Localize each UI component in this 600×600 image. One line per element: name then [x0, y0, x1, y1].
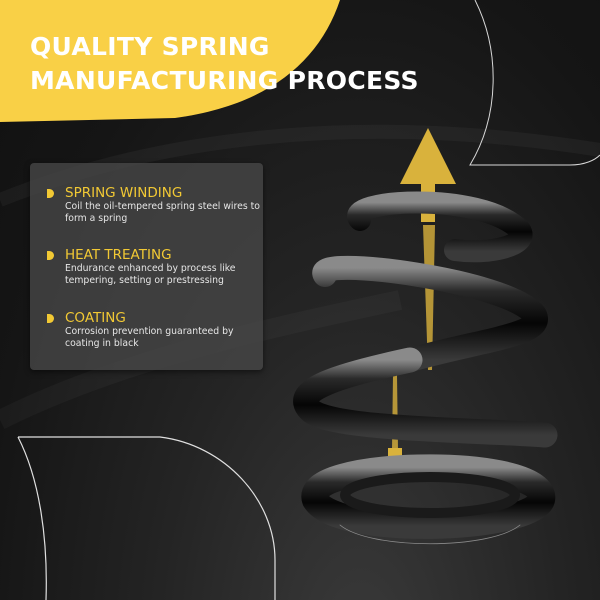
spring-coil-3: [293, 347, 558, 448]
page-title: QUALITY SPRING MANUFACTURING PROCESS: [30, 30, 419, 98]
step-description: Endurance enhanced by process like tempe…: [65, 263, 236, 286]
title-line-1: QUALITY SPRING: [30, 32, 270, 61]
step-description: Corrosion prevention guaranteed by coati…: [65, 326, 234, 349]
outline-shape-bottom-left: [17, 436, 276, 600]
step-description: Coil the oil-tempered spring steel wires…: [65, 201, 260, 224]
step-heading: COATING: [65, 310, 126, 326]
step-heading: SPRING WINDING: [65, 185, 183, 201]
d-bullet-icon: [47, 189, 54, 198]
spring-coil-top: [347, 191, 533, 263]
spring-coil-base: [301, 454, 555, 539]
step-heading: HEAT TREATING: [65, 247, 172, 263]
outline-shape-top-right: [469, 0, 600, 166]
process-steps-panel: SPRING WINDING Coil the oil-tempered spr…: [30, 163, 263, 370]
d-bullet-icon: [47, 251, 54, 260]
spring-coil-2: [312, 255, 548, 372]
spring-illustration: [293, 128, 558, 545]
yellow-banner-shape: [0, 0, 340, 122]
title-line-2: MANUFACTURING PROCESS: [30, 66, 419, 95]
d-bullet-icon: [47, 314, 54, 323]
